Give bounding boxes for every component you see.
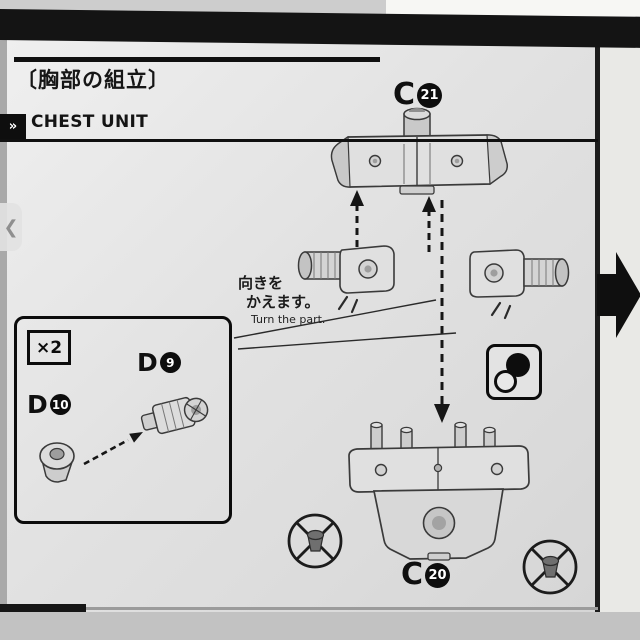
photo-bottom-margin <box>0 612 640 640</box>
part-letter: D <box>137 348 158 377</box>
part-label-d10: D 10 <box>27 392 71 417</box>
page-edge-line <box>595 40 600 612</box>
part-letter: C <box>393 77 416 112</box>
page-bottom-black-bar <box>0 604 86 612</box>
detail-view-light-circle <box>494 370 517 393</box>
part-label-d9: D 9 <box>137 350 181 375</box>
step-marker-icon: » <box>0 114 26 139</box>
turn-note-jp-line1: 向きを <box>238 274 284 292</box>
page-bottom-shadow <box>86 607 598 610</box>
part-number-badge: 10 <box>49 394 71 415</box>
photo-right-margin <box>600 40 640 612</box>
part-number-badge: 21 <box>417 83 443 108</box>
section-title-jp: 〔胸部の組立〕 <box>16 68 170 92</box>
detail-view-icon <box>486 344 542 400</box>
prev-image-button[interactable]: ❮ <box>0 203 22 251</box>
part-label-c21: C 21 <box>393 77 443 112</box>
part-label-c20: C 20 <box>401 557 451 592</box>
photo-white-corner <box>386 0 640 16</box>
part-letter: C <box>401 557 424 592</box>
header-thick-rule <box>14 57 380 62</box>
part-number-badge: 9 <box>159 352 181 373</box>
header-thin-rule <box>0 139 598 142</box>
part-letter: D <box>27 390 48 419</box>
quantity-badge: ×2 <box>27 330 71 365</box>
turn-note-jp-line2: かえます。 <box>246 293 320 311</box>
photo-left-margin <box>0 16 7 640</box>
part-number-badge: 20 <box>425 563 451 588</box>
turn-note-en: Turn the part. <box>251 313 326 326</box>
subassembly-box <box>14 316 232 524</box>
section-title-en: CHEST UNIT <box>31 112 149 132</box>
